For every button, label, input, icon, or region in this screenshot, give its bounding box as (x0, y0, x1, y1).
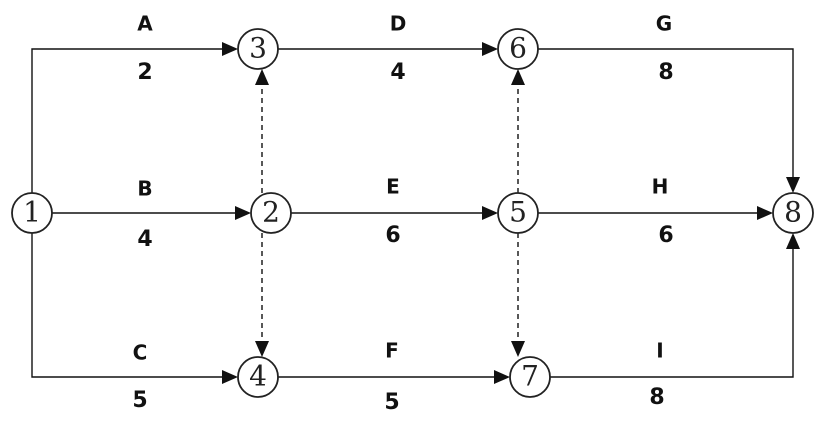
nodes-layer: 1 2 3 4 5 6 7 8 (11, 28, 814, 398)
arrow-head-icon (255, 341, 269, 357)
node-circle (250, 192, 292, 234)
node-1: 1 (11, 192, 53, 234)
node-label: 3 (249, 32, 267, 65)
arrow-head-icon (511, 341, 525, 357)
node-circle (497, 192, 539, 234)
node-label: 2 (262, 196, 280, 229)
arrow-head-icon (222, 370, 238, 384)
arrow-head-icon (235, 206, 251, 220)
arrow-head-icon (482, 206, 498, 220)
arrow-head-icon (786, 177, 800, 193)
node-label: 6 (509, 32, 527, 65)
activity-duration: 6 (385, 223, 400, 248)
activity-h (538, 206, 773, 220)
activity-duration: 8 (649, 385, 664, 410)
activity-duration: 5 (384, 390, 399, 415)
dummy-5-6 (511, 69, 525, 193)
edges-layer (31, 42, 800, 384)
activity-g (538, 48, 800, 193)
dummy-2-4 (255, 233, 269, 357)
activity-name: A (137, 12, 153, 36)
activity-name: B (137, 177, 152, 201)
activity-e (291, 206, 498, 220)
arrow-head-icon (255, 69, 269, 85)
dummy-5-7 (511, 233, 525, 357)
node-5: 5 (497, 192, 539, 234)
activity-duration: 6 (658, 223, 673, 248)
activity-name: C (133, 341, 148, 365)
node-circle (237, 356, 279, 398)
activity-d (278, 42, 498, 56)
activity-line (31, 48, 224, 193)
node-label: 8 (784, 196, 802, 229)
activity-b (52, 206, 251, 220)
node-circle (11, 192, 53, 234)
activity-duration: 8 (658, 60, 673, 85)
activity-name: G (656, 12, 672, 36)
node-2: 2 (250, 192, 292, 234)
activity-name: H (652, 175, 669, 199)
node-8: 8 (772, 192, 814, 234)
node-label: 4 (249, 360, 267, 393)
activity-duration: 2 (137, 60, 152, 85)
activity-duration: 4 (390, 60, 405, 85)
activity-name: E (386, 175, 400, 199)
arrow-head-icon (494, 370, 510, 384)
node-4: 4 (237, 356, 279, 398)
activity-name: F (385, 339, 399, 363)
activity-i (550, 233, 800, 378)
arrow-head-icon (786, 233, 800, 249)
activity-f (278, 370, 510, 384)
activity-name: I (656, 339, 663, 363)
node-circle (509, 356, 551, 398)
activity-duration: 5 (132, 388, 147, 413)
node-label: 1 (23, 196, 41, 229)
arrow-head-icon (757, 206, 773, 220)
node-3: 3 (237, 28, 279, 70)
node-circle (497, 28, 539, 70)
activity-line (31, 233, 224, 378)
node-7: 7 (509, 356, 551, 398)
node-label: 5 (509, 196, 527, 229)
node-circle (237, 28, 279, 70)
node-label: 7 (521, 360, 539, 393)
arrow-head-icon (511, 69, 525, 85)
activity-duration: 4 (137, 227, 152, 252)
activity-name: D (390, 12, 407, 36)
node-circle (772, 192, 814, 234)
activity-c (31, 233, 238, 384)
activity-line (538, 48, 794, 179)
node-6: 6 (497, 28, 539, 70)
arrow-head-icon (482, 42, 498, 56)
activity-line (550, 247, 794, 378)
dummy-2-3 (255, 69, 269, 193)
activity-a (31, 42, 238, 193)
arrow-head-icon (222, 42, 238, 56)
